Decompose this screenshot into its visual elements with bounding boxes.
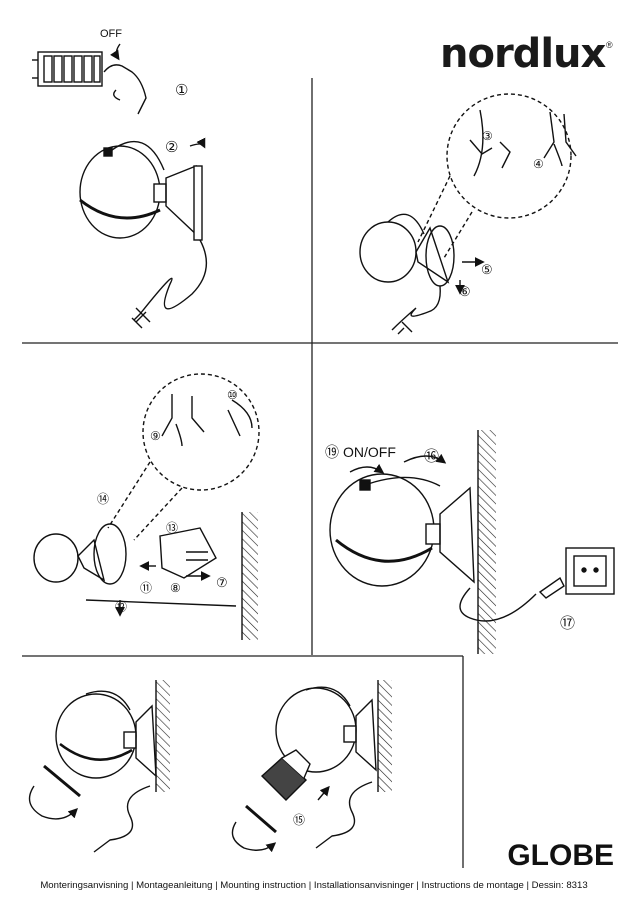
hand-icon [103, 64, 147, 115]
step-14: ⑭ [97, 492, 109, 506]
panel-dividers [22, 78, 618, 868]
panel-2 [359, 93, 577, 335]
fuse-box-icon [32, 51, 103, 87]
step-1: ① [175, 82, 188, 99]
step-19: ⑲ [325, 444, 339, 460]
step-15: ⑮ [293, 813, 305, 827]
step-7: ⑦ [216, 575, 228, 590]
lamp-drawing-4 [329, 473, 537, 622]
plug-icon [538, 576, 565, 599]
rotate-arrow-icon [28, 785, 78, 820]
step-16: ⑯ [424, 448, 439, 465]
lamp-drawing-6 [275, 686, 377, 849]
panel-3 [33, 373, 260, 640]
brand-logo: nordlux [440, 31, 606, 77]
lamp-drawing-5 [55, 690, 157, 853]
label-on-off: ON/OFF [343, 444, 396, 460]
step-3: ③ [482, 129, 493, 143]
rotate-arrow-icon [231, 821, 277, 853]
panel-4 [329, 430, 615, 654]
rotate-arrow-icon [189, 137, 206, 149]
footer-languages: Monteringsanvisning | Montageanleitung |… [40, 880, 588, 891]
bulb-icon [260, 749, 311, 801]
step-6: ⑥ [459, 284, 471, 299]
step-9: ⑨ [150, 429, 161, 443]
step-12: ⑫ [115, 600, 127, 614]
step-13: ⑬ [166, 521, 178, 535]
panel-6 [231, 680, 392, 853]
step-5: ⑤ [481, 262, 493, 277]
step-2: ② [165, 139, 178, 156]
lamp-drawing-2 [359, 213, 455, 335]
brand-registered-mark: ® [606, 40, 613, 50]
step-4: ④ [533, 157, 544, 171]
wall-socket-icon [565, 547, 615, 595]
panel-5 [28, 680, 170, 853]
lamp-drawing-1 [79, 140, 208, 329]
step-10: ⑩ [227, 388, 238, 402]
label-off: OFF [100, 28, 122, 40]
step-8: ⑧ [170, 581, 181, 595]
panel-1 [32, 43, 208, 329]
step-labels: OFF ① ② ③ ④ ⑤ ⑥ ⑦ ⑧ ⑨ ⑩ ⑪ ⑫ ⑬ ⑭ ⑮ ⑯ ⑰ ⑲ … [97, 28, 575, 827]
product-name: GLOBE [507, 839, 614, 872]
step-17: ⑰ [560, 615, 575, 632]
lamp-drawing-3 [33, 523, 237, 607]
step-11: ⑪ [140, 581, 152, 595]
off-arrow-icon [110, 43, 121, 61]
